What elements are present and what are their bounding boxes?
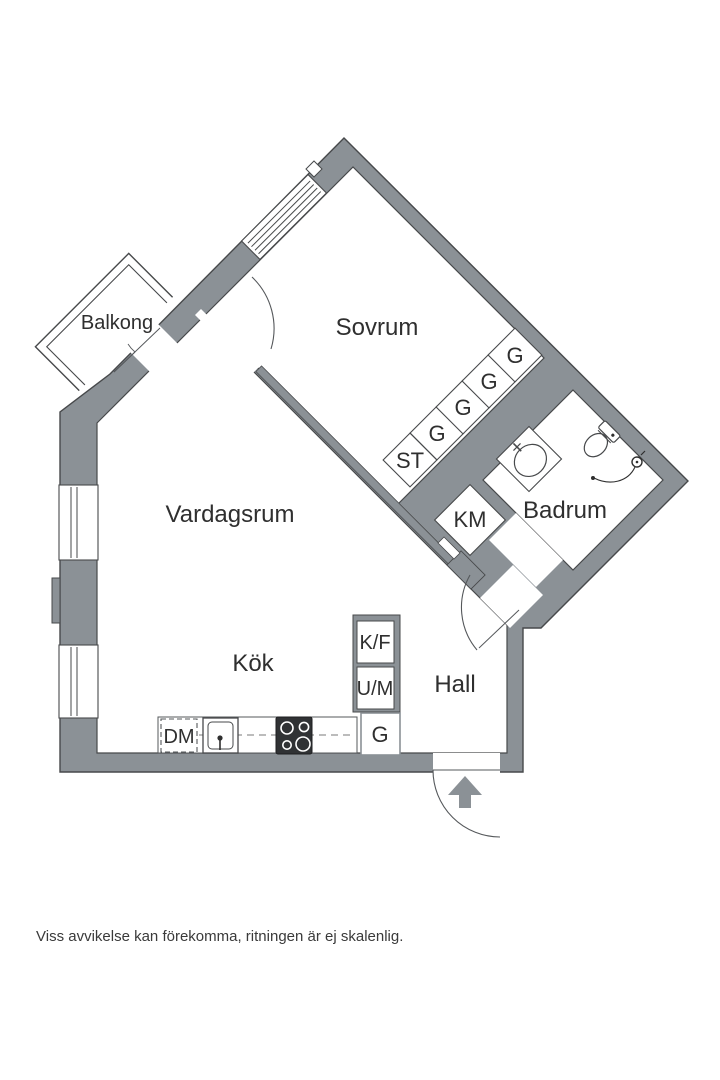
stove-icon	[275, 716, 313, 755]
bathroom-sink-icon	[495, 425, 563, 493]
window-left-lower	[58, 644, 99, 719]
balcony-rail-outer	[34, 252, 174, 392]
kitchen-tall-unit: K/F U/M	[352, 614, 401, 713]
room-label-balkong: Balkong	[81, 312, 153, 334]
closet-g4	[487, 327, 543, 383]
balcony	[34, 252, 174, 392]
wall-slot	[437, 536, 461, 560]
closet-label-g: G	[480, 369, 497, 394]
balcony-door-leaf	[113, 327, 161, 373]
kitchen-sink-icon	[202, 717, 239, 754]
dishwasher-icon: DM	[160, 718, 198, 753]
bathroom-door-leaf	[478, 609, 520, 649]
entrance-opening	[433, 753, 500, 774]
room-label-vardagsrum: Vardagsrum	[166, 501, 295, 528]
room-label-badrum: Badrum	[523, 497, 607, 524]
fridge-freezer	[356, 620, 395, 664]
left-wall-bump	[51, 577, 61, 624]
wardrobe-row: ST G G G G	[382, 327, 543, 488]
fridge-freezer-label: K/F	[359, 632, 390, 654]
shower-icon	[591, 450, 646, 483]
hall-closet: G	[360, 712, 401, 756]
vent-notch	[305, 160, 323, 178]
washing-machine-niche: KM	[433, 483, 507, 557]
toilet-icon	[583, 420, 621, 458]
room-label-kok: Kök	[232, 650, 274, 677]
window-bedroom	[240, 173, 328, 261]
window-left-upper	[58, 484, 99, 561]
closet-label-g: G	[506, 343, 523, 368]
closet-label-g: G	[428, 421, 445, 446]
balcony-floor	[35, 253, 173, 391]
entrance-arrow-icon	[448, 776, 482, 808]
bathroom-corridor	[489, 513, 563, 587]
room-label-hall: Hall	[434, 671, 475, 698]
bedroom-doorway	[195, 309, 259, 373]
bathroom-door-arc	[460, 574, 478, 651]
disclaimer-text: Viss avvikelse kan förekomma, ritningen …	[36, 928, 403, 945]
oven-micro-label: U/M	[357, 678, 394, 700]
dishwasher-label: DM	[163, 726, 194, 748]
balcony-rail-inner	[45, 263, 168, 386]
hall-closet-label: G	[371, 722, 388, 747]
closet-label-km: KM	[454, 507, 487, 532]
balcony-door-opening	[130, 324, 185, 379]
room-label-sovrum: Sovrum	[336, 314, 419, 341]
entrance-door	[432, 769, 501, 838]
closet-label-st: ST	[396, 448, 424, 473]
oven-micro	[356, 666, 395, 710]
bedroom-door-arc	[251, 276, 275, 350]
closet-label-g: G	[454, 395, 471, 420]
bathroom-doorway	[480, 565, 543, 628]
